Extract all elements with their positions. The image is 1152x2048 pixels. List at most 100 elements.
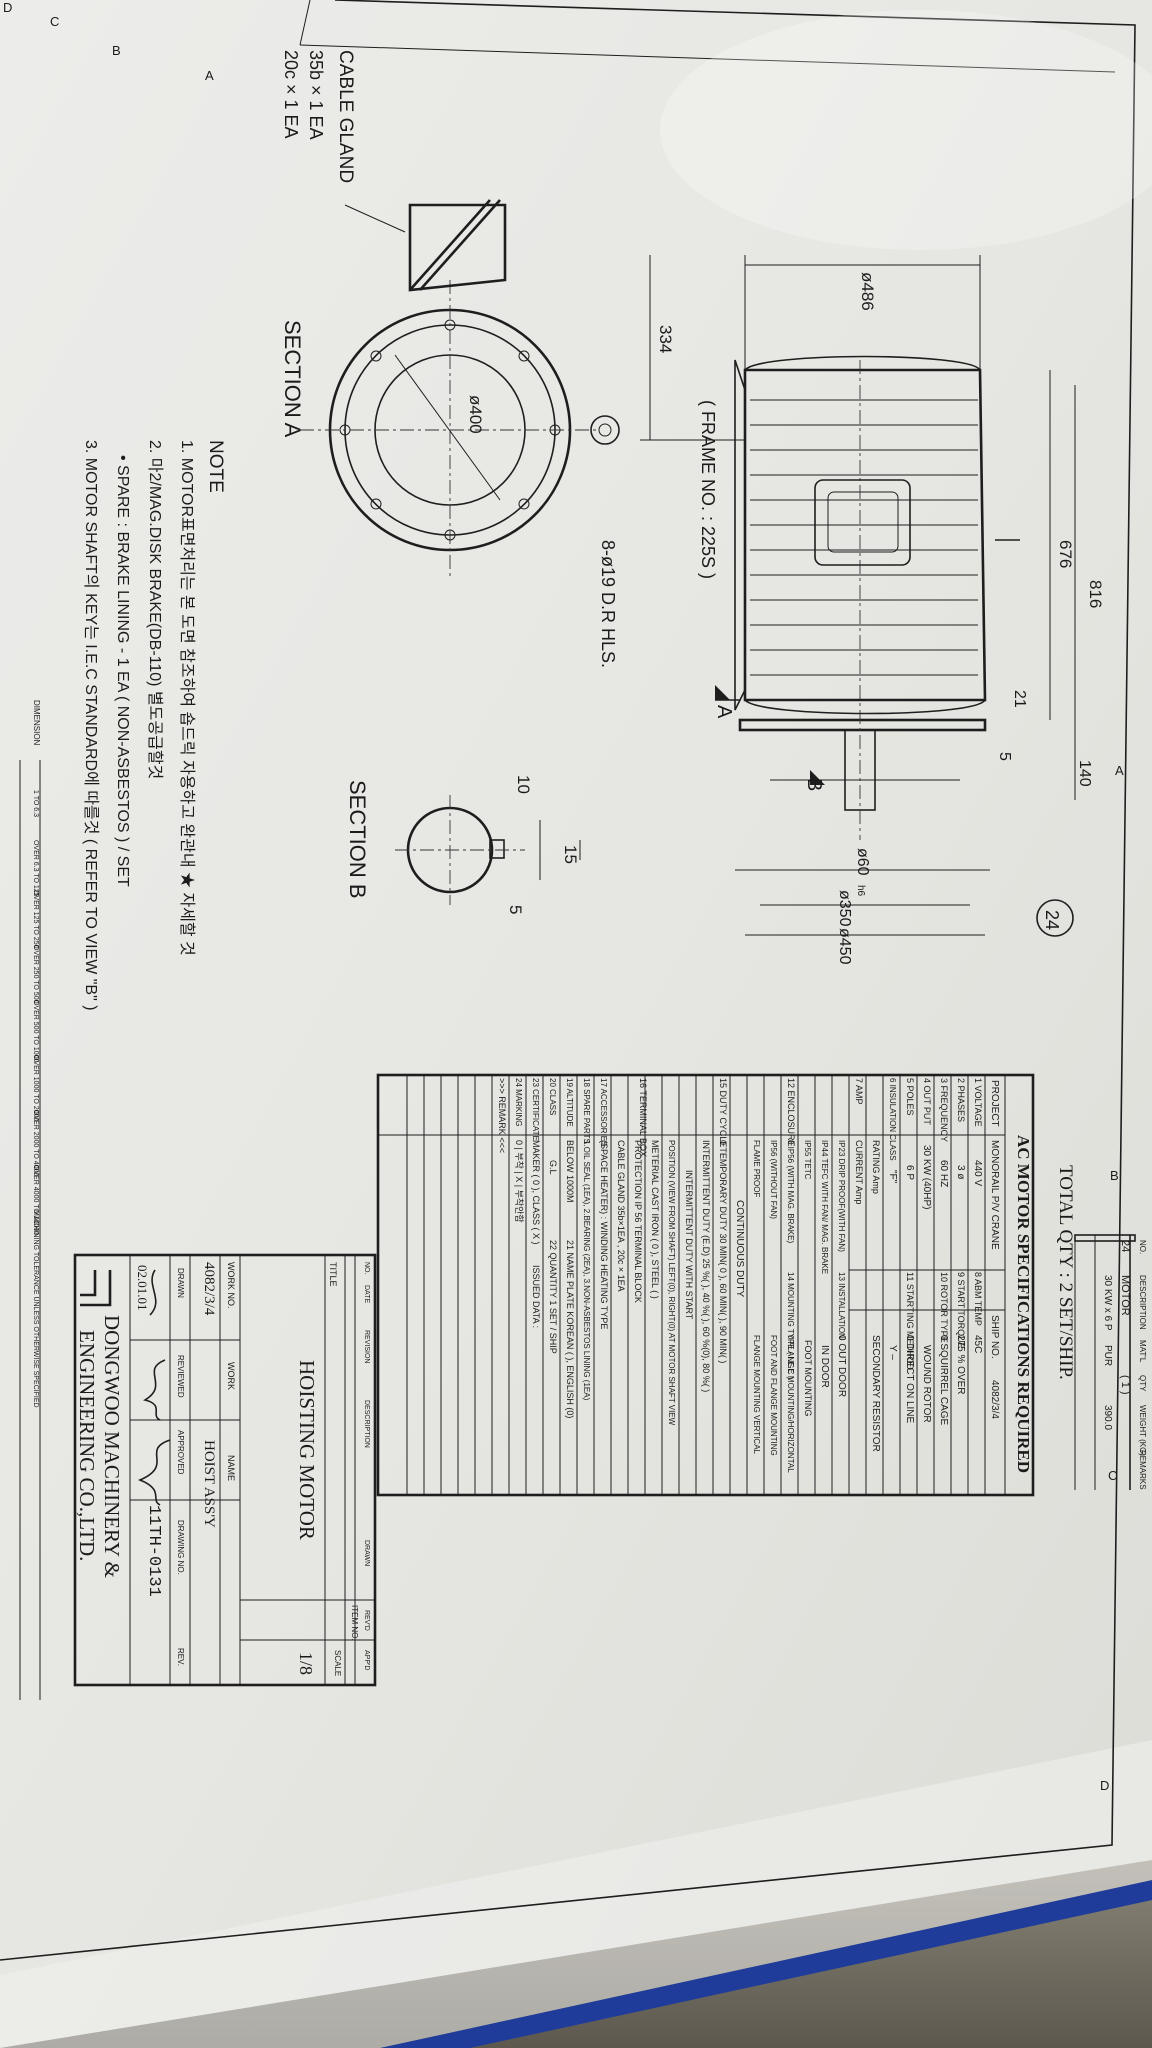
motor-side-view [734,355,1020,840]
dim-676: 676 [1056,540,1075,568]
spec-mount-2: 0 FLANGE MOUNTING/HORIZONTAL [786,1335,795,1473]
spec-remark: >>> REMARK <<< [497,1078,507,1153]
section-arrow-a [715,685,740,701]
spec-class-label: 20 CLASS [548,1078,557,1115]
parts-row-no: 24 [1119,1240,1131,1252]
rev-h-appd: APP'D [363,1650,370,1670]
spec-encl-4: 0 IP56 (WITH MAG. BRAKE) [786,1140,795,1243]
work-no-value: 4082/3/4 [201,1262,217,1316]
name-value: HOIST ASS'Y [201,1440,217,1528]
zone-b-right: B [1110,1168,1119,1183]
spec-rotor-label: 10 ROTOR TYPE [939,1272,949,1343]
spec-ship-no: 4082/3/4 [989,1380,1000,1419]
zone-a-top: A [205,68,214,83]
total-quantity: TOTAL QTY : 2 SET/SHIP. [1055,1165,1076,1380]
spec-phases-label: 2 PHASES [956,1078,966,1122]
drawing-no-label: DRAWING NO. [176,1520,185,1575]
section-b-title: SECTION B [345,780,370,899]
holes-spec: 8-ø19 D.R HLS. [598,540,618,668]
dim-60: ø60 [854,848,871,876]
sec-b-15: 15 [561,845,580,864]
parts-row-desc: MOTOR [1119,1275,1131,1316]
dim-400: ø400 [466,395,485,434]
note-2: 2. 마2/MAG.DISK BRAKE(DB-110) 별도공급할것 [146,440,164,779]
signature-drawn [149,1269,157,1316]
frame-number: ( FRAME NO. : 225S ) [698,400,718,579]
spec-table-frame [376,1073,1035,1497]
spec-mount-4: FLANGE MOUNTING VERTICAL [752,1335,761,1455]
spec-term-4: CABLE GLAND 35b×1EA , 20c × 1EA [616,1140,626,1292]
tolerance-machining: MACHINING TOLERANCE UNLESS OTHERWISE SPE… [32,1210,39,1408]
arrow-a-label: A [713,705,735,719]
tolerance-1: 1 TO 6.3 [32,790,39,817]
note-2-spare: • SPARE : BRAKE LINING - 1 EA ( NON-ASBE… [114,455,131,887]
notes-title: NOTE [205,440,226,493]
spec-abm-label: 8 ABM TEMP [973,1272,983,1326]
signature-approved [137,1439,171,1506]
spec-term-label: 16 TERMINAL BOX [638,1078,648,1157]
spec-start-3: SECONDARY RESISTOR [870,1335,881,1452]
tolerance-8: OVER 4000 TO 10000 [32,1165,39,1235]
spec-term-2: METERIAL CAST IRON ( 0 ), STEEL ( ) [650,1140,660,1299]
spec-mark: 0 | 부착 | X | 부착안함 [514,1140,524,1223]
title-block-frame [73,1253,377,1687]
company-name-line-1: DONGWOO MACHINERY & [100,1315,124,1578]
spec-acc-label: 17 ACCESSORIES [599,1078,608,1146]
spec-inst-2: IN DOOR [819,1345,830,1388]
spec-inst-label: 13 INSTALLATION [837,1272,846,1339]
spec-duty-2: 0 TEMPORARY DUTY 30 MIN( 0 ), 60 MIN( ),… [718,1140,728,1363]
spec-poles: 6 P [904,1165,915,1180]
parts-header-desc: DESCRIPTION [1138,1275,1147,1330]
spec-encl-label: 12 ENCLOSURE [786,1078,796,1147]
dim-140: 140 [1076,760,1093,787]
section-a-end-view [300,199,620,580]
spec-project-label: PROJECT [989,1080,1000,1127]
tolerance-5: OVER 500 TO 1000 [32,1000,39,1062]
spec-term-3: PROTECTION IP 56 TERMINAL BLOCK [633,1140,643,1303]
spec-torque-label: 9 START TORQUE [956,1272,966,1349]
spec-duty-label: 15 DUTY CYCLE [718,1078,728,1147]
spec-voltage: 440 V [972,1160,983,1186]
dim-21: 21 [1011,690,1028,708]
rev-h-revd: REV'D [363,1610,370,1631]
drawing-date: 02.01.01 [135,1265,150,1311]
section-arrow-b [810,770,825,785]
spec-start-label: 11 STARTING METHOD [905,1272,915,1371]
dim-334: 334 [656,325,675,353]
spec-output-label: 4 OUT PUT [922,1078,932,1125]
zone-a-right: A [1115,763,1124,778]
item-balloon [1036,899,1074,937]
spec-rotor-2: WOUND ROTOR [921,1345,932,1423]
spec-encl-3: IP55 TETC [803,1140,812,1180]
company-name-line-2: ENGINEERING CO.,LTD. [75,1330,99,1561]
work-label: WORK [226,1362,236,1390]
parts-list-table [1074,1234,1136,1490]
note-3: 3. MOTOR SHAFT의 KEY는 I.E.C STANDARD에 따를것… [82,440,100,1011]
parts-header-qty: QTY [1138,1375,1147,1392]
spec-encl-5: IP56 (WITHOUT FAN) [769,1140,778,1219]
spec-cert-label: 23 CERTIFICATE [531,1078,540,1141]
spec-freq-label: 3 FREQUENCY [939,1078,949,1142]
tolerance-4: OVER 250 TO 500 [32,945,39,1004]
section-b-view [395,795,581,905]
spec-ins-label: 6 INSULATION CLASS [888,1078,897,1161]
spec-duty-1: CONTINUOUS DUTY [734,1200,745,1298]
approved-label: APPROVED [176,1430,185,1475]
parts-header-mat: MAT'L [1138,1340,1147,1363]
spec-quantity: 22 QUANTITY 1 SET / SHIP [548,1240,558,1354]
spec-duty-3: INTERMITTENT DUTY (E.D) 25 %( ), 40 %( )… [701,1140,711,1392]
spec-encl-2: IP44 TEFC WITH FAN/ MAG. BRAKE [820,1140,829,1274]
spec-cert: MAKER ( 0 ), CLASS ( X ) [531,1140,541,1245]
tolerance-3: OVER 125 TO 250 [32,890,39,949]
signature-reviewed [142,1359,166,1421]
reviewed-label: REVIEWED [176,1355,185,1398]
item-number: 24 [1042,910,1062,930]
zone-d-top: D [3,0,12,15]
rev-label: REV. [176,1648,185,1666]
spec-mark-label: 24 MARKING [514,1078,523,1126]
spec-freq: 60 HZ [938,1160,949,1187]
scale-value: 1/8 [296,1652,316,1675]
tolerance-7: OVER 2000 TO 4000 [32,1110,39,1176]
